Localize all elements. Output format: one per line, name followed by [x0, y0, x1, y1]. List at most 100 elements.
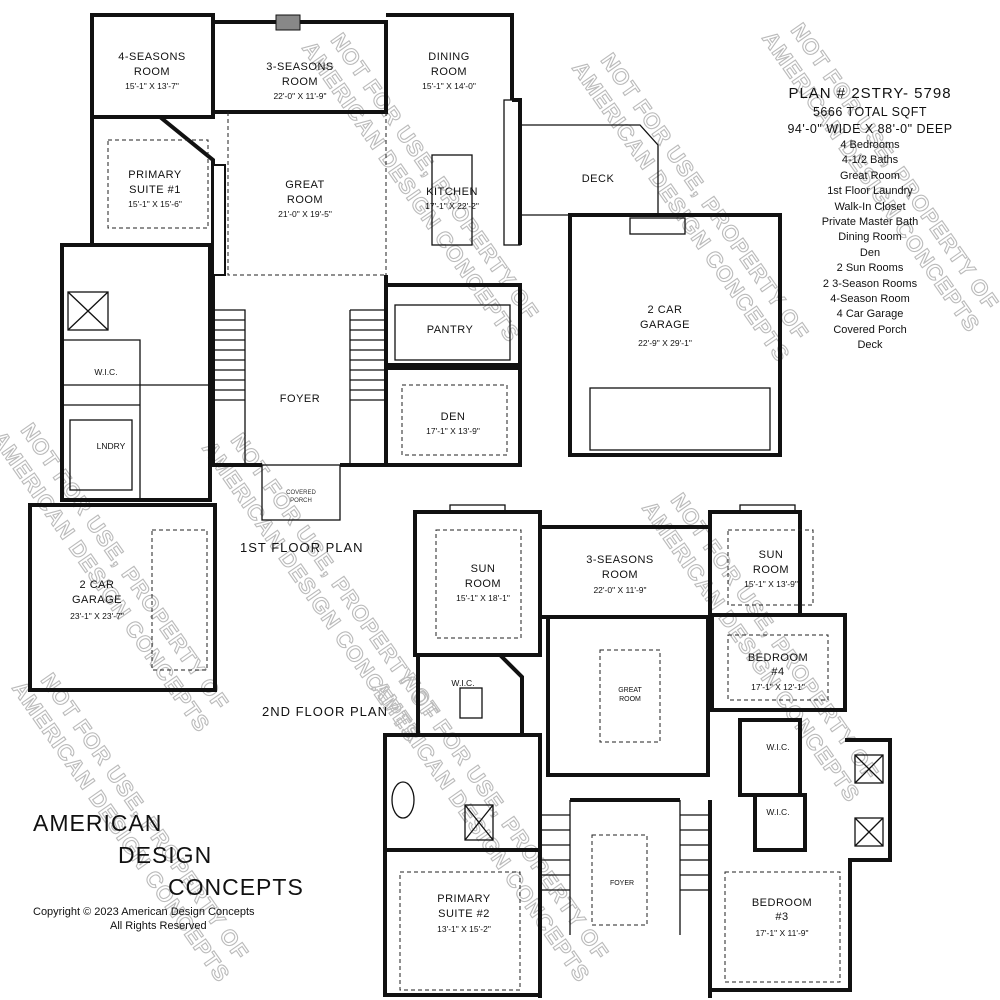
room-wic-label: W.I.C.	[451, 678, 474, 688]
room-name: GARAGE	[72, 594, 122, 606]
room-name: PRIMARY	[437, 893, 491, 905]
room-dimensions: 21'-0" X 19'-5"	[278, 209, 332, 219]
second-floor-plan-title: 2ND FLOOR PLAN	[262, 704, 388, 719]
second-floor-walls	[383, 504, 892, 998]
first-floor-plan-title: 1ST FLOOR PLAN	[240, 540, 364, 555]
room-name: ROOM	[602, 569, 638, 581]
room-dimensions: 17'-1" X 11'-9"	[755, 928, 808, 938]
room-dimensions: 22'-0" X 11'-9"	[593, 585, 646, 595]
room-name: 2 CAR	[648, 304, 683, 316]
feature-item: Den	[859, 246, 881, 259]
brand-line2: DESIGN	[118, 842, 213, 868]
room-dimensions: 15'-1" X 14'-0"	[422, 81, 476, 91]
room-name: DINING	[428, 51, 470, 63]
plan-dimensions: 94'-0" WIDE X 88'-0" DEEP	[787, 122, 953, 136]
room-wic-label: W.I.C.	[94, 367, 117, 377]
room-name: 4-SEASONS	[118, 51, 185, 63]
plan-number: PLAN # 2STRY- 5798	[788, 85, 952, 102]
brand-line3: CONCEPTS	[168, 874, 304, 900]
feature-item: 2 Sun Rooms	[836, 262, 904, 275]
room-name: ROOM	[431, 66, 467, 78]
room-name: ROOM	[619, 696, 641, 703]
feature-item: 2 3-Season Rooms	[822, 277, 918, 290]
first-floor-walls	[28, 13, 782, 692]
room-name: ROOM	[287, 194, 323, 206]
copyright-text: Copyright © 2023 American Design Concept…	[33, 906, 255, 918]
feature-item: 4 Car Garage	[836, 308, 904, 321]
room-name: SUN	[471, 563, 496, 575]
room-deck-label: DECK	[582, 173, 615, 185]
room-name: ROOM	[134, 66, 170, 78]
room-den: DEN 17'-1" X 13'-9"	[426, 411, 480, 436]
room-name: DEN	[441, 411, 466, 423]
room-pantry-label: PANTRY	[427, 324, 474, 336]
feature-item: Dining Room	[838, 231, 902, 244]
watermark-line1: NOT FOR USE, PROPERTY OF	[16, 419, 234, 715]
room-name: BEDROOM	[752, 897, 812, 909]
room-name: #3	[775, 911, 788, 923]
room-primary-suite-2: PRIMARY SUITE #2 13'-1" X 15'-2"	[437, 893, 491, 934]
room-kitchen: KITCHEN 17'-1" X 22'-2"	[425, 186, 479, 211]
feature-item: 1st Floor Laundry	[827, 185, 913, 198]
room-dimensions: 15'-1" X 13'-7"	[125, 81, 179, 91]
room-wic-label: W.I.C.	[766, 807, 789, 817]
room-four-seasons: 4-SEASONS ROOM 15'-1" X 13'-7"	[118, 51, 185, 91]
total-sqft: 5666 TOTAL SQFT	[812, 105, 928, 119]
room-name: GREAT	[618, 687, 642, 694]
room-great-room-open: GREAT ROOM	[618, 687, 642, 703]
feature-item: Deck	[857, 339, 883, 352]
room-three-seasons-2: 3-SEASONS ROOM 22'-0" X 11'-9"	[586, 554, 653, 595]
room-name: BEDROOM	[748, 652, 808, 664]
room-name: PORCH	[290, 498, 312, 504]
room-dimensions: 13'-1" X 15'-2"	[437, 924, 491, 934]
room-name: KITCHEN	[426, 186, 478, 198]
room-name: 3-SEASONS	[586, 554, 653, 566]
feature-item: 4-1/2 Baths	[841, 154, 899, 167]
room-dimensions: 17'-1" X 22'-2"	[425, 201, 479, 211]
room-garage-left: 2 CAR GARAGE 23'-1" X 23'-7"	[70, 579, 124, 621]
room-dimensions: 22'-9" X 29'-1"	[638, 338, 692, 348]
room-name: GARAGE	[640, 319, 690, 331]
room-name: SUITE #2	[438, 908, 490, 920]
room-name: SUN	[759, 549, 784, 561]
room-dimensions: 17'-1" X 12'-1"	[751, 682, 805, 692]
room-name: ROOM	[282, 76, 318, 88]
room-dimensions: 15'-1" X 15'-6"	[128, 199, 182, 209]
room-name: ROOM	[465, 578, 501, 590]
feature-item: Great Room	[840, 169, 900, 182]
room-sun-right: SUN ROOM 15'-1" X 13'-9"	[744, 549, 798, 589]
watermark-line2: AMERICAN DESIGN CONCEPTS	[297, 36, 525, 346]
feature-item: 4 Bedrooms	[840, 139, 900, 151]
room-foyer-label: FOYER	[610, 880, 634, 887]
room-name: #4	[771, 666, 784, 678]
room-dimensions: 15'-1" X 13'-9"	[744, 579, 798, 589]
room-foyer-label: FOYER	[280, 393, 320, 405]
room-dimensions: 17'-1" X 13'-9"	[426, 426, 480, 436]
room-three-seasons: 3-SEASONS ROOM 22'-0" X 11'-9"	[266, 61, 333, 101]
room-name: SUITE #1	[129, 184, 181, 196]
room-name: 3-SEASONS	[266, 61, 333, 73]
room-name: ROOM	[753, 564, 789, 576]
plan-info: PLAN # 2STRY- 5798 5666 TOTAL SQFT 94'-0…	[740, 84, 1000, 354]
room-dining: DINING ROOM 15'-1" X 14'-0"	[422, 51, 476, 91]
feature-item: Private Master Bath	[821, 216, 919, 229]
room-sun-left: SUN ROOM 15'-1" X 18'-1"	[456, 563, 510, 603]
room-dimensions: 22'-0" X 11'-9"	[273, 91, 326, 101]
room-bedroom-3: BEDROOM #3 17'-1" X 11'-9"	[752, 897, 812, 938]
room-dimensions: 15'-1" X 18'-1"	[456, 593, 510, 603]
room-name: PRIMARY	[128, 169, 182, 181]
room-garage-right: 2 CAR GARAGE 22'-9" X 29'-1"	[638, 304, 692, 348]
room-dimensions: 23'-1" X 23'-7"	[70, 611, 124, 621]
room-covered-porch: COVERED PORCH	[286, 490, 316, 504]
room-wic-label: W.I.C.	[766, 742, 789, 752]
room-name: GREAT	[285, 179, 325, 191]
feature-item: Covered Porch	[833, 323, 907, 336]
room-great-room: GREAT ROOM 21'-0" X 19'-5"	[278, 179, 332, 219]
room-primary-suite-1: PRIMARY SUITE #1 15'-1" X 15'-6"	[128, 169, 182, 209]
rights-text: All Rights Reserved	[110, 920, 207, 932]
watermark-line2: AMERICAN DESIGN CONCEPTS	[367, 676, 595, 986]
room-bedroom-4: BEDROOM #4 17'-1" X 12'-1"	[748, 652, 808, 692]
feature-item: 4-Season Room	[830, 293, 910, 306]
watermark-line1: NOT FOR USE, PROPERTY OF	[396, 669, 614, 965]
